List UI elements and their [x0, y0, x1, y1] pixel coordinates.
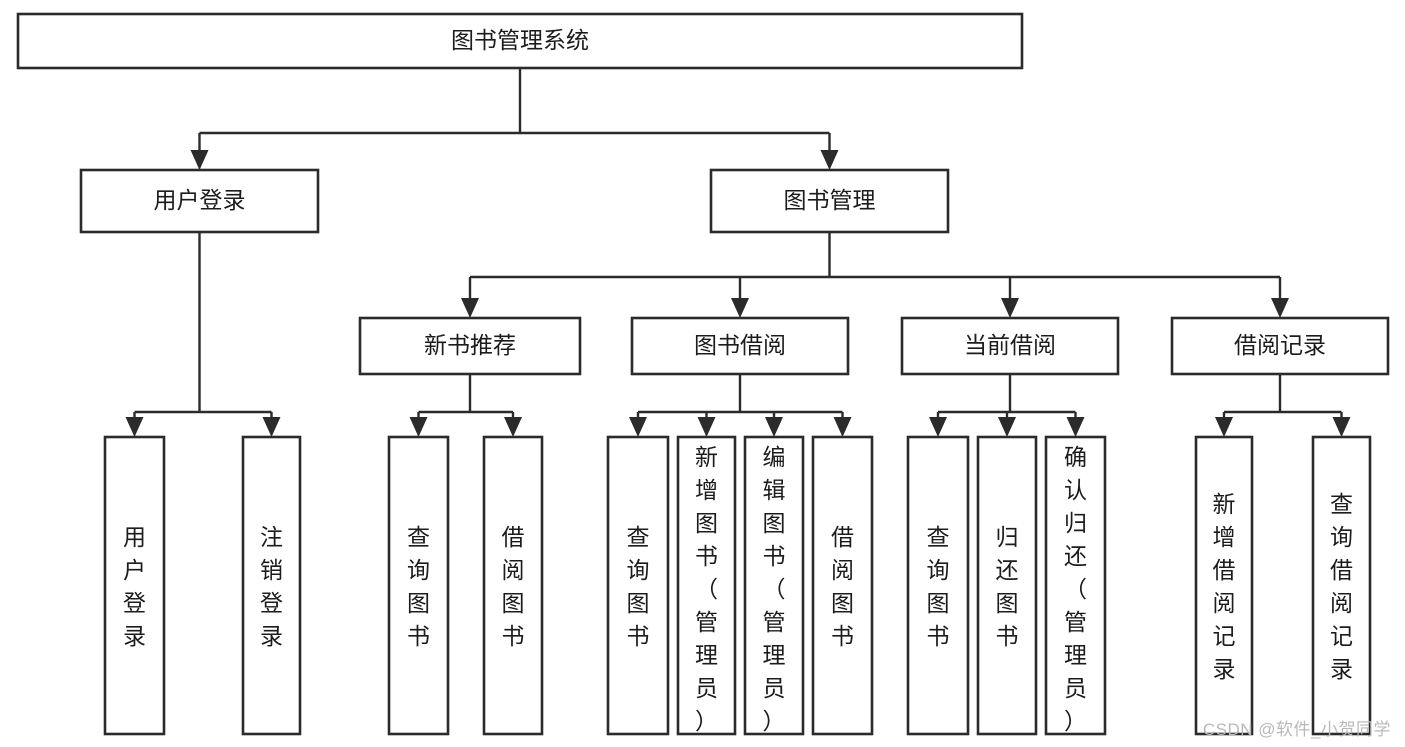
node-leaf-borrow-book-2[interactable]: 借阅图书: [811, 435, 874, 736]
node-label-leaf-add-book-admin: 新增图书（管理员）: [695, 444, 718, 734]
node-box-book-borrow: [630, 316, 850, 376]
node-label-leaf-query-borrow-record: 查询借阅记录: [1330, 491, 1353, 682]
arrow-head-leaf-return-book: [998, 417, 1016, 437]
arrow-head-leaf-query-book-1: [409, 417, 428, 437]
arrow-head-new-book-recommend: [461, 298, 479, 318]
node-label-book-borrow: 图书借阅: [694, 332, 786, 358]
arrow-head-current-borrow: [1001, 298, 1019, 318]
node-box-leaf-user-login: [103, 435, 166, 736]
arrow-head-leaf-query-borrow-record: [1332, 417, 1351, 437]
node-label-leaf-borrow-book-2: 借阅图书: [831, 524, 854, 649]
node-label-leaf-query-book-1: 查询图书: [407, 524, 430, 649]
node-leaf-borrow-book-1[interactable]: 借阅图书: [482, 435, 544, 736]
node-book-borrow[interactable]: 图书借阅: [630, 316, 850, 376]
node-box-leaf-confirm-return-admin: [1044, 435, 1107, 736]
node-undefined[interactable]: 图书管理系统: [16, 12, 1024, 70]
node-leaf-query-borrow-record[interactable]: 查询借阅记录: [1311, 435, 1372, 736]
node-box-leaf-query-book-2: [606, 435, 670, 736]
node-label-leaf-add-borrow-record: 新增借阅记录: [1213, 491, 1236, 682]
node-box-borrow-record: [1170, 316, 1390, 376]
node-box-leaf-borrow-book-1: [482, 435, 544, 736]
node-leaf-confirm-return-admin[interactable]: 确认归还（管理员）: [1044, 435, 1107, 736]
node-label-leaf-edit-book-admin: 编辑图书（管理员）: [763, 444, 786, 734]
node-label-leaf-confirm-return-admin: 确认归还（管理员）: [1064, 444, 1087, 734]
node-current-borrow[interactable]: 当前借阅: [900, 316, 1120, 376]
node-user-login[interactable]: 用户登录: [79, 168, 320, 234]
node-leaf-user-login[interactable]: 用户登录: [103, 435, 166, 736]
node-label-user-login: 用户登录: [154, 187, 246, 213]
node-label-new-book-recommend: 新书推荐: [424, 332, 516, 358]
node-leaf-query-book-2[interactable]: 查询图书: [606, 435, 670, 736]
node-borrow-record[interactable]: 借阅记录: [1170, 316, 1390, 376]
arrow-head-leaf-user-logout: [262, 417, 281, 437]
arrow-head-leaf-add-borrow-record: [1215, 417, 1233, 437]
arrow-head-leaf-query-book-2: [629, 417, 647, 437]
node-box-leaf-return-book: [976, 435, 1038, 736]
arrow-head-leaf-borrow-book-1: [504, 417, 522, 437]
arrow-head-leaf-borrow-book-2: [833, 417, 852, 437]
node-new-book-recommend[interactable]: 新书推荐: [358, 316, 582, 376]
node-label-undefined: 图书管理系统: [451, 27, 589, 53]
node-label-leaf-user-logout: 注销登录: [260, 524, 283, 649]
node-box-leaf-user-logout: [241, 435, 302, 736]
connectors-layer: [125, 68, 1351, 437]
node-box-leaf-add-book-admin: [676, 435, 737, 736]
node-label-leaf-query-book-3: 查询图书: [927, 524, 950, 649]
node-leaf-add-borrow-record[interactable]: 新增借阅记录: [1194, 435, 1254, 736]
node-label-leaf-query-book-2: 查询图书: [627, 524, 650, 649]
node-box-leaf-query-book-1: [387, 435, 450, 736]
node-box-book-manage: [709, 168, 950, 234]
arrow-head-leaf-query-book-3: [929, 417, 947, 437]
node-label-current-borrow: 当前借阅: [964, 332, 1056, 358]
node-leaf-add-book-admin[interactable]: 新增图书（管理员）: [676, 435, 737, 736]
node-box-undefined: [16, 12, 1024, 70]
node-box-user-login: [79, 168, 320, 234]
node-label-leaf-borrow-book-1: 借阅图书: [502, 524, 525, 649]
node-box-leaf-borrow-book-2: [811, 435, 874, 736]
node-box-leaf-query-book-3: [906, 435, 970, 736]
node-box-leaf-edit-book-admin: [743, 435, 805, 736]
node-box-new-book-recommend: [358, 316, 582, 376]
arrow-head-book-borrow: [731, 298, 749, 318]
node-box-current-borrow: [900, 316, 1120, 376]
node-box-leaf-add-borrow-record: [1194, 435, 1254, 736]
arrow-head-leaf-confirm-return-admin: [1066, 417, 1085, 437]
node-leaf-user-logout[interactable]: 注销登录: [241, 435, 302, 736]
arrow-head-book-manage: [820, 150, 839, 170]
arrow-head-borrow-record: [1271, 298, 1289, 318]
arrow-head-leaf-edit-book-admin: [765, 417, 783, 437]
node-label-borrow-record: 借阅记录: [1234, 332, 1326, 358]
node-label-leaf-user-login: 用户登录: [123, 524, 146, 649]
node-leaf-return-book[interactable]: 归还图书: [976, 435, 1038, 736]
arrow-head-leaf-user-login: [125, 417, 144, 437]
node-leaf-edit-book-admin[interactable]: 编辑图书（管理员）: [743, 435, 805, 736]
arrow-head-user-login: [190, 150, 209, 170]
watermark-text: CSDN @软件_小贺同学: [1202, 720, 1391, 739]
node-book-manage[interactable]: 图书管理: [709, 168, 950, 234]
nodes-layer: 图书管理系统用户登录图书管理新书推荐图书借阅当前借阅借阅记录用户登录注销登录查询…: [16, 12, 1390, 736]
arrow-head-leaf-add-book-admin: [697, 417, 716, 437]
node-leaf-query-book-1[interactable]: 查询图书: [387, 435, 450, 736]
node-label-book-manage: 图书管理: [784, 187, 876, 213]
node-box-leaf-query-borrow-record: [1311, 435, 1372, 736]
node-label-leaf-return-book: 归还图书: [996, 524, 1019, 649]
node-leaf-query-book-3[interactable]: 查询图书: [906, 435, 970, 736]
